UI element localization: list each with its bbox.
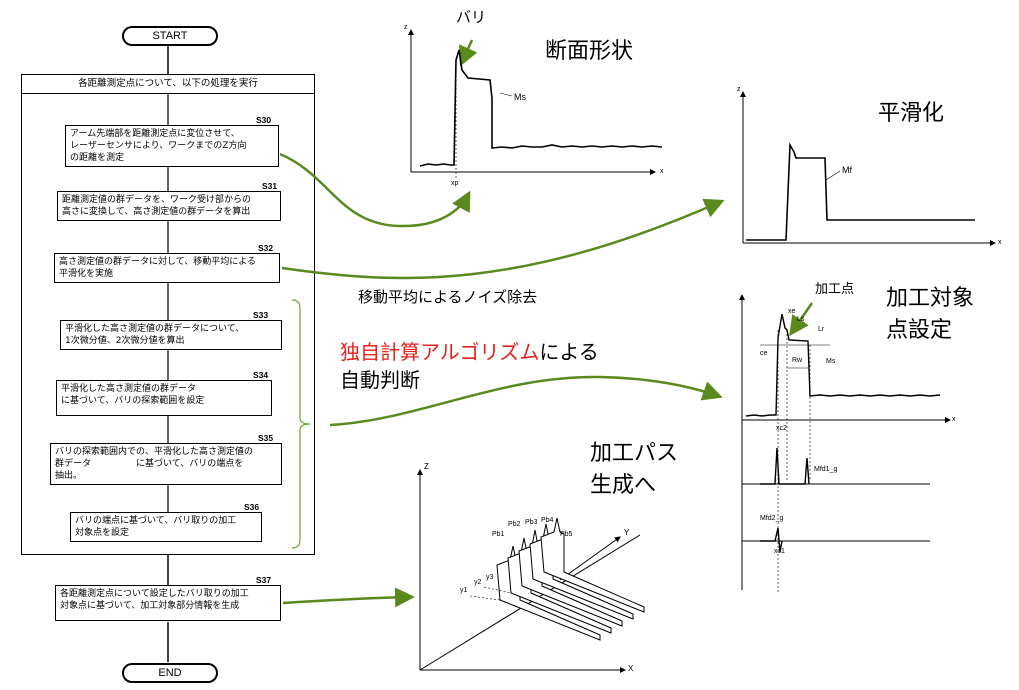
label-y3: y3 — [486, 574, 494, 581]
step-text: 対象点に基づいて、加工対象部分情報を生成 — [60, 601, 240, 611]
step-text: バリの探索範囲内での、平滑化した高さ測定値の — [55, 447, 254, 457]
cross-section-plot — [408, 29, 663, 178]
step-text: レーザーセンサにより、ワークまでのZ方向 — [70, 141, 247, 151]
step-id-s31: S31 — [262, 181, 278, 191]
target-point-plot — [739, 294, 951, 592]
step-box-s37: 各距離測定点について設定したバリ取りの加工 対象点に基づいて、加工対象部分情報を… — [55, 585, 281, 621]
label-cross-section: 断面形状 — [545, 39, 634, 64]
path-3d-plot — [417, 469, 645, 673]
label-xc2: xc2 — [776, 425, 787, 432]
step-text: 高さ測定値の群データに対して、移動平均による — [59, 257, 257, 267]
label-algorithm-red: 独自計算アルゴリズム — [340, 340, 540, 364]
start-terminal: START — [122, 26, 218, 46]
arrow-s32-to-smooth — [281, 198, 725, 280]
label-pb3: Pb3 — [525, 519, 538, 526]
step-id-s36: S36 — [244, 502, 260, 512]
label-mf: Mf — [842, 165, 852, 175]
label-rw: Rw — [792, 357, 803, 364]
arrow-algo-to-target — [329, 375, 723, 427]
label-pb5: Pb5 — [560, 531, 573, 538]
axis-y-3d: Y — [624, 528, 630, 537]
step-box-s33: 平滑化した高さ測定値の群データについて、 1次微分値、2次微分値を算出 — [60, 320, 282, 350]
axis-x-smooth: x — [998, 239, 1002, 246]
step-text: 平滑化した高さ測定値の群データ — [61, 384, 197, 394]
label-path-line1: 加工パス — [590, 441, 679, 466]
label-algorithm-line2: 自動判断 — [340, 368, 420, 392]
step-text: バリの端点に基づいて、バリ取りの加工 — [75, 516, 237, 526]
axis-z-cross: z — [404, 24, 408, 31]
label-smoothing: 平滑化 — [878, 101, 945, 126]
arrow-s37-to-path — [282, 587, 415, 608]
step-text: に基づいて、バリの探索範囲を設定 — [61, 396, 205, 406]
step-box-s34: 平滑化した高さ測定値の群データ に基づいて、バリの探索範囲を設定 — [56, 380, 272, 416]
label-mfd1: Mfd1_g — [814, 466, 838, 473]
loop-header: 各距離測定点について、以下の処理を実行 — [21, 74, 315, 94]
label-machining-point: 加工点 — [815, 281, 855, 296]
label-target-line1: 加工対象 — [886, 286, 975, 311]
step-text: 平滑化を実施 — [59, 269, 114, 279]
step-id-s37: S37 — [256, 575, 272, 585]
label-lr: Lr — [818, 326, 825, 333]
step-id-s35: S35 — [258, 433, 274, 443]
step-text: 対象点を設定 — [75, 528, 130, 538]
label-xe: xe — [788, 308, 796, 315]
label-xc1: xc1 — [774, 548, 785, 555]
end-terminal: END — [122, 663, 218, 683]
step-box-s35: バリの探索範囲内での、平滑化した高さ測定値の 群データ に基づいて、バリの端点を… — [50, 443, 282, 485]
label-algorithm-rest: による — [539, 340, 599, 364]
arrow-burr — [459, 39, 478, 67]
step-box-s36: バリの端点に基づいて、バリ取りの加工 対象点を設定 — [70, 512, 262, 542]
axis-x-cross: x — [660, 168, 664, 175]
label-y2: y2 — [474, 579, 482, 586]
arrow-s30-to-profile — [279, 152, 471, 228]
step-text: の距離を測定 — [70, 153, 125, 163]
label-xp: xp — [451, 180, 459, 187]
axis-z-3d: Z — [424, 462, 429, 471]
step-text: アーム先端部を距離測定点に変位させて、 — [70, 129, 240, 139]
step-text: 各距離測定点について設定したバリ取りの加工 — [60, 589, 249, 599]
label-pb2: Pb2 — [508, 521, 521, 528]
label-path-line2: 生成へ — [590, 473, 657, 498]
step-text: 1次微分値、2次微分値を算出 — [65, 336, 185, 346]
label-pb4: Pb4 — [541, 517, 554, 524]
label-mfd2: Mfd2_g — [760, 515, 784, 522]
step-text: 平滑化した高さ測定値の群データについて、 — [65, 324, 245, 334]
axis-z-smooth: z — [737, 86, 741, 93]
label-ce: ce — [760, 350, 768, 357]
loop-frame — [21, 74, 315, 555]
label-burr: バリ — [456, 9, 487, 26]
step-id-s30: S30 — [256, 115, 272, 125]
step-text: 群データ に基づいて、バリの端点を — [55, 459, 244, 469]
loop-bracket — [291, 299, 311, 549]
label-moving-average: 移動平均によるノイズ除去 — [358, 288, 538, 306]
step-id-s34: S34 — [253, 370, 269, 380]
axis-x-3d: X — [628, 664, 634, 673]
step-box-s30: アーム先端部を距離測定点に変位させて、 レーザーセンサにより、ワークまでのZ方向… — [65, 125, 279, 167]
step-text: 高さに変換して、高さ測定値の群データを算出 — [62, 207, 251, 217]
label-ms-cross: Ms — [514, 92, 526, 102]
step-id-s33: S33 — [253, 310, 269, 320]
label-target-line2: 点設定 — [886, 318, 953, 343]
step-text: 抽出。 — [55, 471, 83, 481]
smoothing-plot — [740, 91, 996, 246]
label-ms-target: Ms — [826, 358, 836, 365]
step-text: 距離測定値の群データを、ワーク受け部からの — [62, 195, 252, 205]
axis-x-target: x — [952, 416, 956, 423]
arrow-machining-point — [789, 302, 814, 337]
step-box-s32: 高さ測定値の群データに対して、移動平均による 平滑化を実施 — [54, 253, 280, 283]
label-ls: Ls — [797, 316, 805, 323]
step-id-s32: S32 — [258, 243, 274, 253]
label-pb1: Pb1 — [492, 531, 505, 538]
label-y1: y1 — [460, 587, 468, 594]
label-algorithm: 独自計算アルゴリズムによる — [340, 338, 599, 366]
step-box-s31: 距離測定値の群データを、ワーク受け部からの 高さに変換して、高さ測定値の群データ… — [57, 191, 281, 221]
